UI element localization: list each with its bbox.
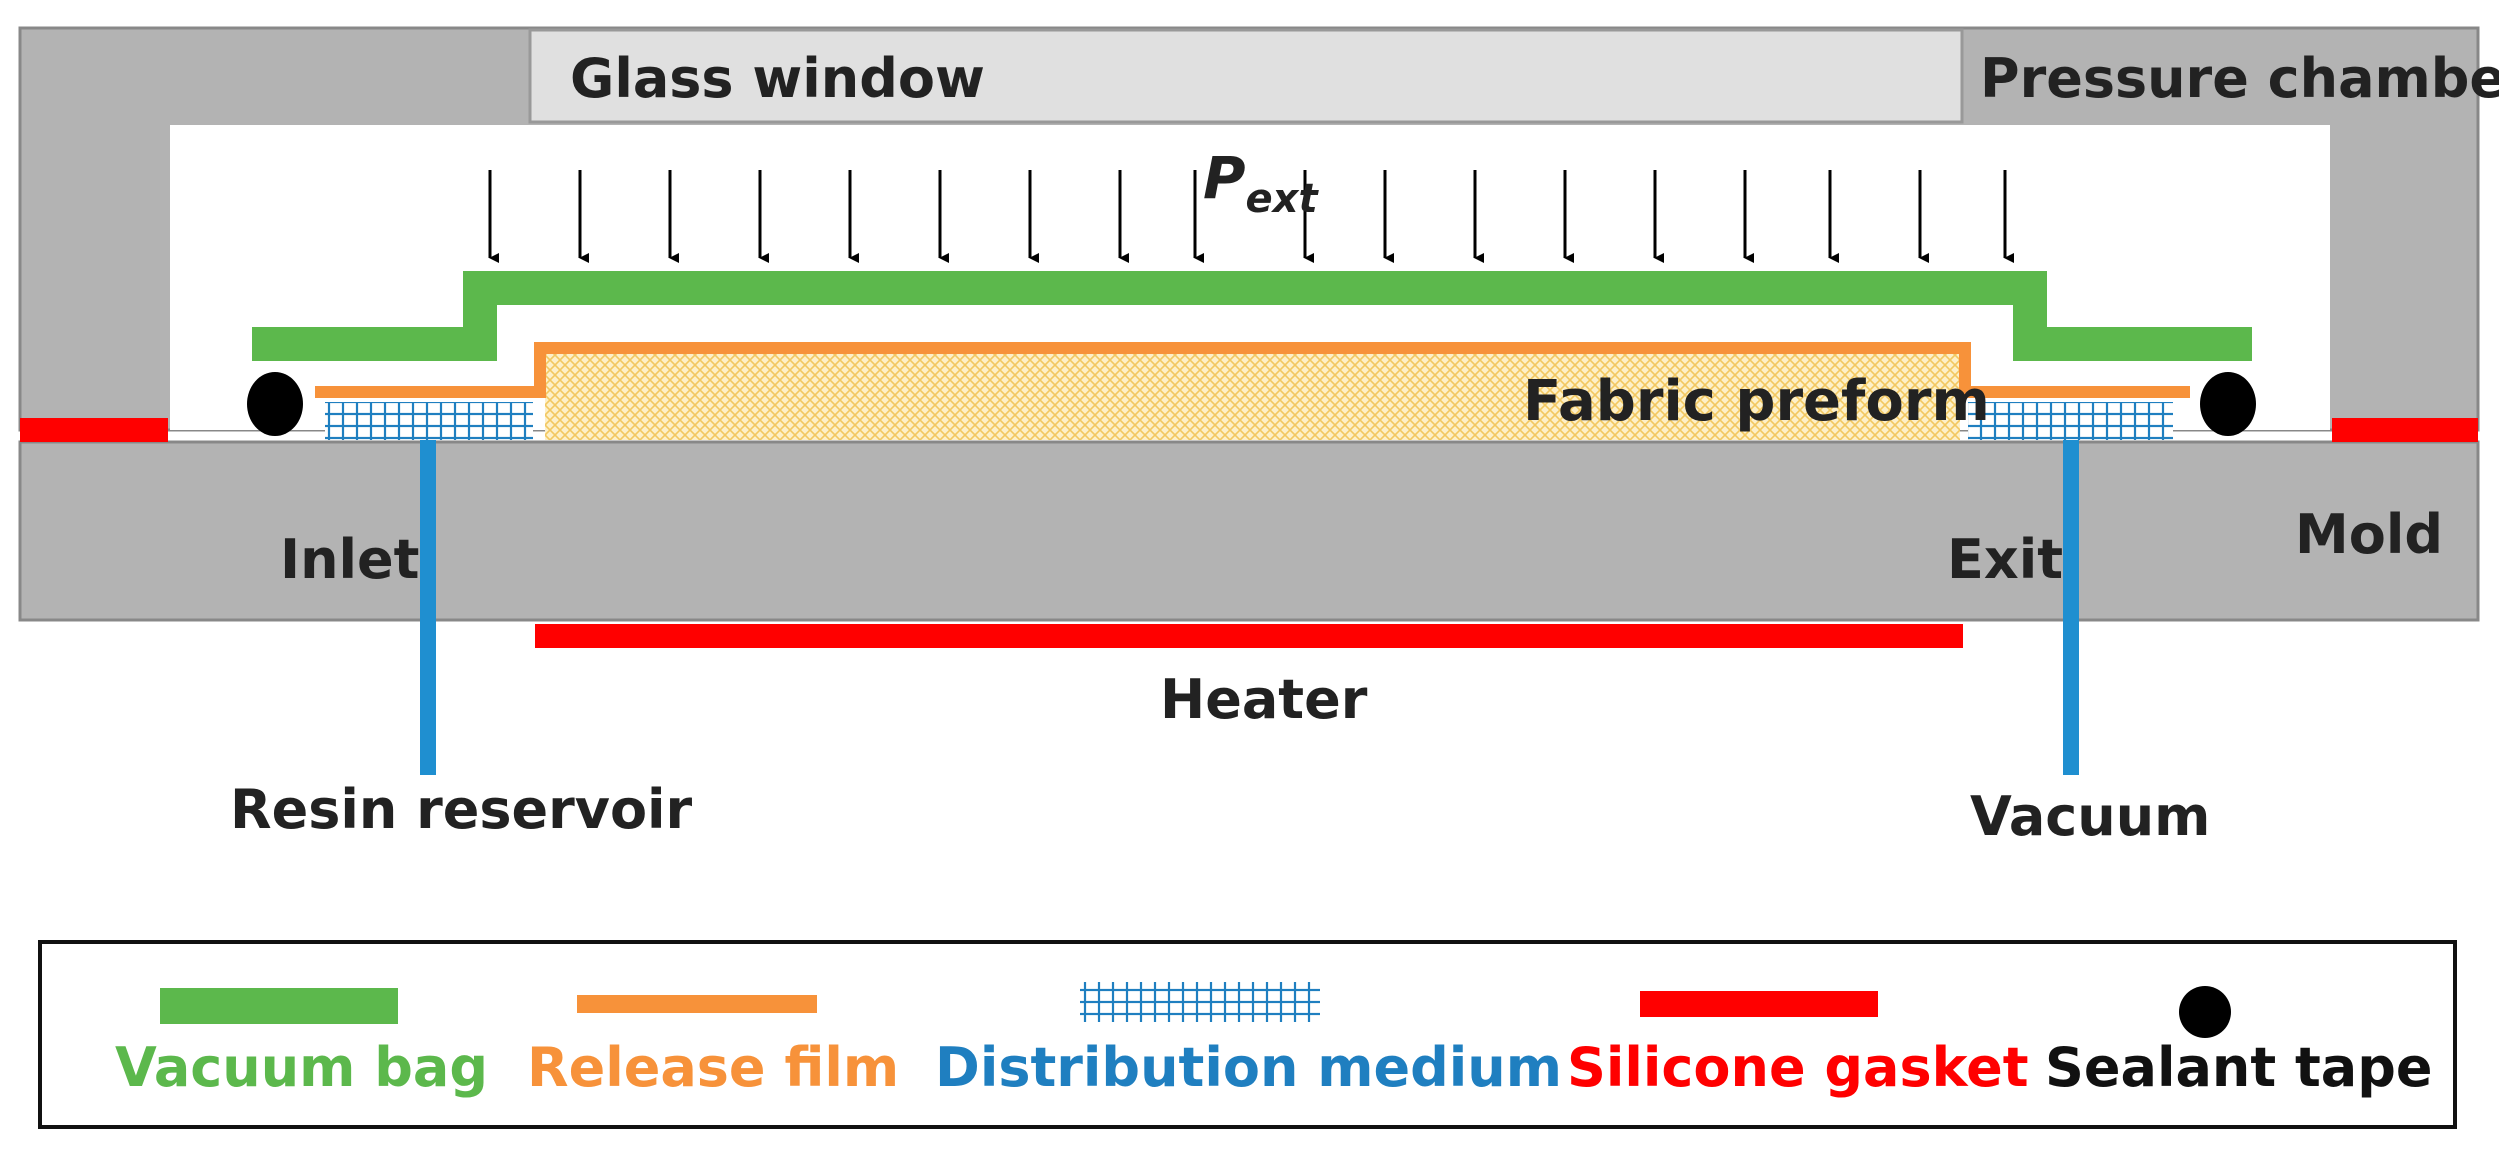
legend-sealant-tape-label: Sealant tape	[2045, 1036, 2433, 1099]
glass-window	[528, 28, 1964, 124]
resin-reservoir-label: Resin reservoir	[230, 778, 693, 841]
p-ext-label: Pext	[1203, 144, 1319, 222]
legend-item-sealant-tape: Sealant tape	[2045, 986, 2433, 1099]
heater	[535, 624, 1963, 648]
legend-frame	[38, 940, 2457, 1129]
sealant-tape-right	[2200, 372, 2256, 436]
legend-silicone-gasket-swatch	[1640, 991, 1878, 1017]
legend-sealant-tape-swatch	[2179, 986, 2231, 1038]
vacuum-label: Vacuum	[1970, 785, 2210, 848]
inlet-label: Inlet	[280, 528, 419, 591]
sealant-tape-left	[247, 372, 303, 436]
legend-distribution-medium-swatch	[1080, 982, 1320, 1022]
mold-label: Mold	[2295, 503, 2443, 566]
legend-item-distribution-medium: Distribution medium	[935, 982, 1562, 1099]
pressure-arrows	[488, 170, 2014, 263]
legend-item-vacuum-bag: Vacuum bag	[115, 988, 488, 1099]
vacuum-bag	[252, 271, 2252, 361]
glass-window-label: Glass window	[570, 47, 985, 110]
legend-release-film-label: Release film	[527, 1036, 899, 1099]
silicone-gasket-left	[20, 418, 168, 442]
distribution-medium-left	[325, 402, 533, 440]
legend-item-silicone-gasket: Silicone gasket	[1567, 991, 2029, 1099]
legend: Vacuum bag Release film Distribution med…	[38, 940, 2457, 1129]
legend-vacuum-bag-label: Vacuum bag	[115, 1036, 488, 1099]
legend-distribution-medium-label: Distribution medium	[935, 1036, 1562, 1099]
fabric-preform-label: Fabric preform	[1523, 369, 1990, 434]
legend-release-film-swatch	[577, 995, 817, 1013]
legend-silicone-gasket-label: Silicone gasket	[1567, 1036, 2029, 1099]
silicone-gasket-right	[2332, 418, 2478, 442]
distribution-medium-right	[1968, 402, 2173, 440]
exit-label: Exit	[1947, 528, 2063, 591]
legend-vacuum-bag-swatch	[160, 988, 398, 1024]
vacuum-tube	[2063, 440, 2079, 775]
pressure-chamber-label: Pressure chamber	[1980, 47, 2499, 110]
heater-label: Heater	[1160, 668, 1368, 731]
fabric-preform	[545, 348, 1960, 440]
inlet-tube	[420, 440, 436, 775]
release-film	[315, 342, 2190, 398]
legend-item-release-film: Release film	[527, 995, 899, 1099]
